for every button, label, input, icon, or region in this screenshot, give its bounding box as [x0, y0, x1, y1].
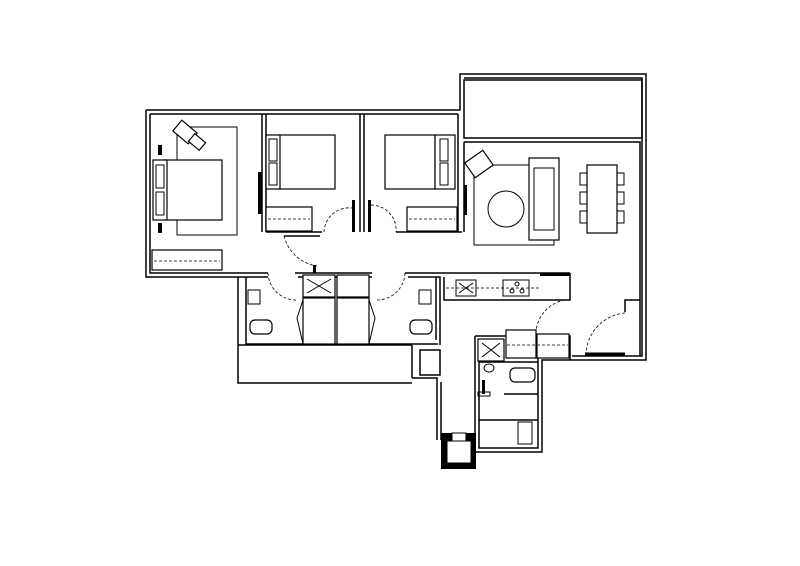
vanity [302, 297, 336, 345]
pillow [155, 164, 165, 189]
door-swing [283, 235, 318, 267]
toilet [509, 367, 536, 383]
wardrobe [151, 249, 223, 271]
lamp-icon [158, 223, 162, 233]
sink [418, 289, 432, 305]
dining-table [586, 164, 618, 234]
kitchen [443, 273, 571, 333]
aircon-ledge [441, 432, 476, 469]
headboard [265, 134, 281, 190]
yard-utility [475, 329, 571, 445]
ottoman [187, 132, 207, 152]
master-bedroom [151, 114, 267, 271]
toilet [409, 319, 433, 335]
sink [483, 363, 495, 373]
bedroom-3 [384, 134, 467, 233]
window [258, 172, 262, 214]
bed [384, 134, 436, 190]
utility-sink [517, 421, 533, 445]
dryer [536, 333, 570, 359]
toilet [249, 319, 273, 335]
pillow [155, 191, 165, 216]
headboard [434, 134, 456, 190]
armchair [463, 149, 495, 179]
exterior-walls [145, 73, 647, 453]
sink [247, 289, 261, 305]
lamp-icon [158, 145, 162, 155]
living-dining [463, 149, 640, 356]
bed [277, 134, 336, 190]
dining-chairs [579, 172, 625, 224]
door [368, 200, 371, 232]
washer [505, 329, 537, 359]
coffee-table [487, 190, 525, 228]
bedroom-2 [265, 114, 397, 267]
main-door-swing [585, 312, 626, 354]
bed [163, 159, 223, 221]
shower [336, 274, 370, 298]
door [352, 200, 355, 232]
headboard [152, 159, 168, 221]
vanity [336, 297, 370, 345]
window [464, 185, 467, 215]
bathrooms [238, 265, 570, 378]
